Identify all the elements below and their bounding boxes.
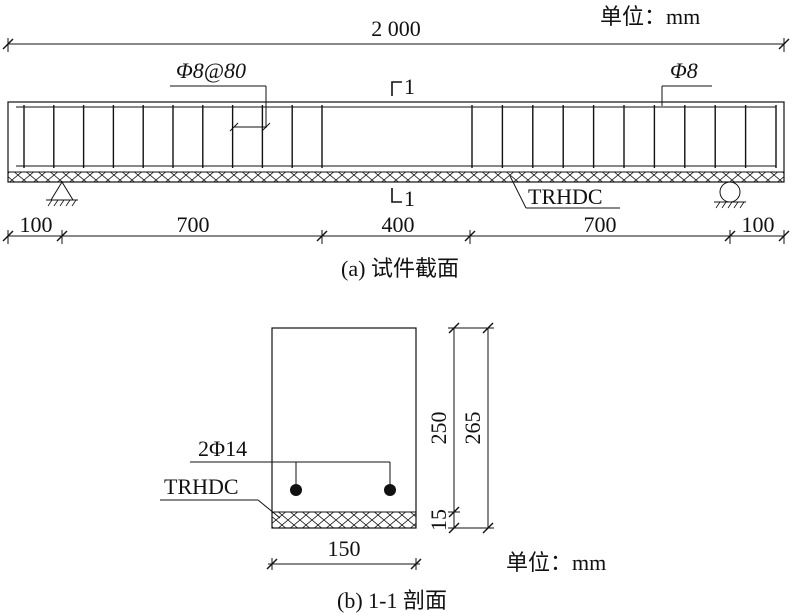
stirrup-left-label: Φ8@80 (176, 58, 246, 83)
span-tick-slash (2, 230, 14, 242)
span-tick-slash (464, 230, 476, 242)
span-dimension: 100 700 400 700 100 (2, 212, 790, 244)
stirrups-left (23, 105, 323, 168)
span-label-4: 700 (584, 212, 617, 237)
section-cut-bottom: 1 (391, 186, 415, 211)
height-layer-label: 15 (426, 509, 451, 531)
trhdc-layer-elevation (8, 172, 784, 182)
span-label-5: 100 (742, 212, 775, 237)
section-mark-bottom: 1 (404, 186, 415, 211)
height-dimensions: 250 265 15 (426, 322, 494, 534)
total-length-dimension: 2 000 (2, 16, 790, 52)
span-label-3: 400 (382, 212, 415, 237)
bar-label: 2Φ14 (198, 436, 247, 461)
roller-support (714, 181, 746, 209)
section-outline (271, 327, 417, 529)
unit-label-top: 单位：mm (600, 4, 700, 29)
caption-elevation: (a) 试件截面 (341, 256, 459, 281)
span-tick-slash (316, 230, 328, 242)
width-dimension: 150 (266, 536, 422, 570)
trhdc-label-elevation: TRHDC (528, 184, 603, 209)
trhdc-label-section: TRHDC (164, 474, 239, 499)
span-tick-slash (724, 230, 736, 242)
beam-outline (7, 101, 785, 183)
stirrups-right (471, 105, 777, 168)
rebar-right (384, 484, 396, 496)
section-cut-top: 1 (391, 74, 415, 99)
trhdc-layer-section (272, 512, 416, 528)
rebar-left (290, 484, 302, 496)
stirrup-right-label: Φ8 (670, 58, 698, 83)
section-mark-top: 1 (404, 74, 415, 99)
width-label: 150 (328, 536, 361, 561)
span-label-2: 700 (177, 212, 210, 237)
longitudinal-rebar (16, 106, 776, 167)
span-tick-slash (56, 230, 68, 242)
span-tick-slash (778, 230, 790, 242)
pin-support (46, 181, 78, 207)
height-total-label: 265 (460, 412, 485, 445)
unit-label-section: 单位：mm (506, 550, 606, 575)
height-main-label: 250 (426, 412, 451, 445)
caption-section: (b) 1-1 剖面 (337, 588, 447, 613)
span-label-1: 100 (20, 212, 53, 237)
total-length-label: 2 000 (371, 16, 421, 41)
